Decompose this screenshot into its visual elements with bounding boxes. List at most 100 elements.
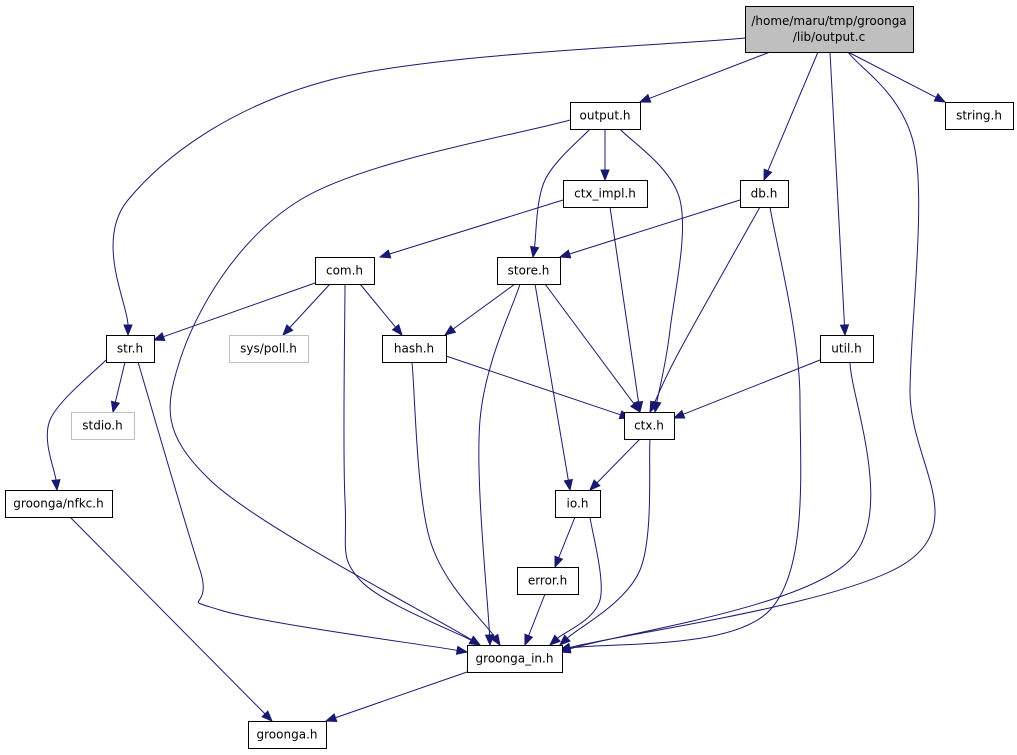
arrow-head-icon xyxy=(629,400,641,414)
edge-com_h-to-hash_h xyxy=(359,283,403,337)
edge-line xyxy=(683,359,821,415)
node-label: /home/maru/tmp/groonga xyxy=(751,14,906,28)
edge-root-to-util_h xyxy=(829,51,850,337)
node-util-h[interactable]: util.h xyxy=(820,335,874,363)
edge-line xyxy=(411,361,495,637)
edge-line xyxy=(829,51,845,326)
node-string-h[interactable]: string.h xyxy=(945,102,1014,130)
arrow-head-icon xyxy=(589,479,601,491)
edge-root-to-db_h xyxy=(763,51,819,182)
arrow-head-icon xyxy=(123,324,133,337)
edge-line xyxy=(289,283,331,328)
edge-line xyxy=(569,206,802,649)
node-box xyxy=(467,645,563,673)
edge-ctx_impl_h-to-com_h xyxy=(378,199,564,259)
node-store-h[interactable]: store.h xyxy=(497,257,561,285)
node-groonga-nfkc-h[interactable]: groonga/nfkc.h xyxy=(5,490,113,518)
arrow-head-icon xyxy=(839,324,850,337)
edge-db_h-to-store_h xyxy=(558,199,741,259)
edge-line xyxy=(335,671,468,719)
node-label: str.h xyxy=(117,342,143,356)
edge-line xyxy=(558,516,576,558)
node-box xyxy=(517,567,579,595)
edge-line xyxy=(46,359,107,481)
edge-str_h-to-groonga_in_h xyxy=(137,361,469,655)
arrow-head-icon xyxy=(391,323,403,337)
edge-output_h-to-ctx_h xyxy=(619,128,683,414)
node-label: stdio.h xyxy=(82,419,122,433)
edge-line xyxy=(389,199,564,255)
node-box xyxy=(740,180,789,208)
node-label: output.h xyxy=(580,109,631,123)
edge-ctx_impl_h-to-ctx_h xyxy=(609,206,644,414)
edge-line xyxy=(847,51,937,98)
node-ctx-h[interactable]: ctx.h xyxy=(624,412,675,440)
edge-line xyxy=(137,361,458,651)
edge-groonga_in_h-to-groonga_h xyxy=(324,671,468,723)
arrow-head-icon xyxy=(524,633,534,647)
node-box xyxy=(820,335,874,363)
edge-ctx_h-to-io_h xyxy=(589,438,641,491)
node-label: ctx.h xyxy=(634,419,664,433)
edge-line xyxy=(596,438,641,484)
node-label: groonga.h xyxy=(257,728,318,742)
arrow-head-icon xyxy=(455,645,469,655)
node-box xyxy=(570,102,641,130)
node-output-h[interactable]: output.h xyxy=(570,102,641,130)
edge-db_h-to-ctx_h xyxy=(649,206,761,414)
arrow-head-icon xyxy=(763,168,773,182)
node-stdio-h: stdio.h xyxy=(71,412,135,440)
edge-line xyxy=(557,516,602,639)
edge-line xyxy=(653,206,761,404)
node-hash-h[interactable]: hash.h xyxy=(382,335,447,363)
node-str-h[interactable]: str.h xyxy=(106,335,155,363)
edge-line xyxy=(69,516,266,715)
node-groonga-in-h[interactable]: groonga_in.h xyxy=(467,645,563,673)
arrow-head-icon xyxy=(559,634,571,646)
node-label: com.h xyxy=(326,264,363,278)
edge-str_h-to-stdio_h xyxy=(110,361,126,414)
node-groonga-h[interactable]: groonga.h xyxy=(248,721,327,749)
node-db-h[interactable]: db.h xyxy=(740,180,789,208)
edge-root-to-string_h xyxy=(847,51,947,103)
edge-line xyxy=(767,51,819,171)
arrow-head-icon xyxy=(554,555,564,569)
edge-db_h-to-groonga_in_h xyxy=(558,206,802,653)
node-box xyxy=(497,257,561,285)
edge-line xyxy=(569,51,936,648)
arrow-head-icon xyxy=(261,710,273,722)
node-label: hash.h xyxy=(394,342,434,356)
arrow-head-icon xyxy=(529,245,540,259)
edge-line xyxy=(619,128,683,403)
arrow-head-icon xyxy=(468,635,482,646)
node-box xyxy=(71,412,135,440)
edge-root-to-groonga_in_h xyxy=(558,51,936,652)
node-error-h[interactable]: error.h xyxy=(517,567,579,595)
edge-output_h-to-store_h xyxy=(529,128,591,259)
edge-root-to-output_h xyxy=(638,51,771,103)
edge-output_h-to-groonga_in_h xyxy=(169,119,571,646)
edge-line xyxy=(649,51,771,99)
node-io-h[interactable]: io.h xyxy=(555,490,601,518)
edge-line xyxy=(544,283,635,405)
edge-line xyxy=(359,283,397,328)
edge-line xyxy=(112,37,746,326)
edge-com_h-to-str_h xyxy=(152,282,316,341)
arrow-head-icon xyxy=(282,324,294,336)
node-root[interactable]: /home/maru/tmp/groonga/lib/output.c xyxy=(745,6,914,53)
node-ctx-impl-h[interactable]: ctx_impl.h xyxy=(563,180,648,208)
edge-hash_h-to-ctx_h xyxy=(445,355,632,420)
node-com-h[interactable]: com.h xyxy=(315,257,375,285)
edge-line xyxy=(528,593,546,636)
arrow-head-icon xyxy=(600,169,610,182)
edge-com_h-to-groonga_in_h xyxy=(343,283,482,646)
edge-root-to-str_h xyxy=(112,37,746,337)
node-label: sys/poll.h xyxy=(240,342,297,356)
edge-line xyxy=(452,283,516,330)
node-box xyxy=(106,335,155,363)
node-label: /lib/output.c xyxy=(793,30,865,44)
arrow-head-icon xyxy=(548,634,561,646)
edge-line xyxy=(478,283,521,636)
edge-str_h-to-groonga_nfkc_h xyxy=(46,359,107,492)
edge-error_h-to-groonga_in_h xyxy=(524,593,546,647)
